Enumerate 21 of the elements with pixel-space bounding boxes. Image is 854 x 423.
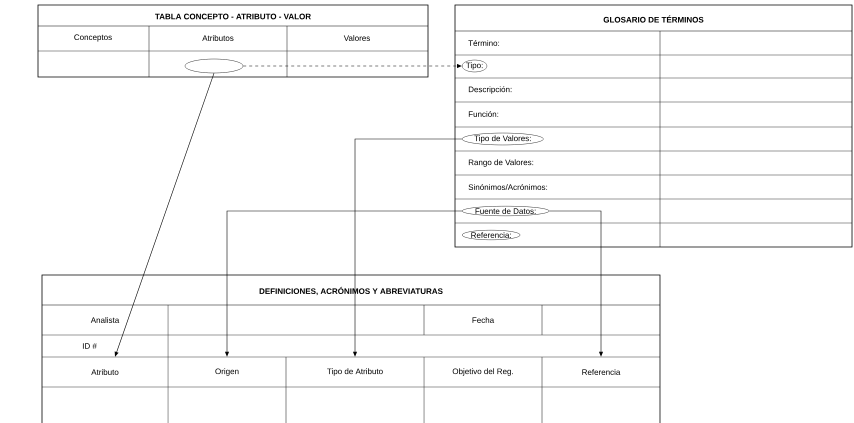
cell-label: Rango de Valores: <box>468 159 534 167</box>
cell-label: Conceptos <box>74 34 112 42</box>
table-cell: Origen <box>215 368 238 376</box>
table-cell: Tipo de Atributo <box>327 368 383 376</box>
cell-label: Objetivo del Reg. <box>452 368 513 376</box>
cell-label: Valores <box>344 35 370 41</box>
cell-label: Función: <box>468 111 498 117</box>
oval-mark <box>184 58 244 74</box>
circled-field: Fuente de Datos: <box>462 206 550 216</box>
cell-label: Analista <box>90 317 120 323</box>
circled-field: Tipo: <box>462 60 488 72</box>
cell-label: Sinónimos/Acrónimos: <box>468 184 548 190</box>
cell-label: Fecha <box>472 317 494 323</box>
cell-label: Atributos <box>202 35 234 41</box>
table-cell: Referencia <box>582 369 620 375</box>
cell-label: Descripción: <box>468 86 512 94</box>
cell-label: ID # <box>82 343 97 349</box>
circled-field: Tipo de Valores: <box>462 132 544 146</box>
table-cell: Atributo <box>91 369 118 375</box>
circled-field: Referencia: <box>462 230 520 240</box>
cell-label: Término: <box>468 40 500 46</box>
